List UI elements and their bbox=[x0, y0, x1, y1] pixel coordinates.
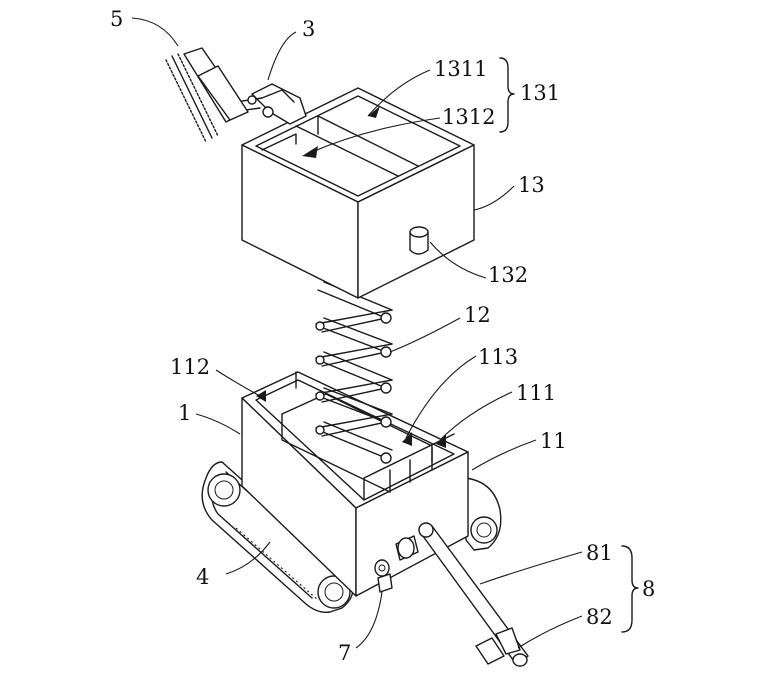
label-111: 111 bbox=[516, 381, 556, 405]
label-131: 131 bbox=[520, 81, 560, 105]
label-1311: 1311 bbox=[434, 57, 487, 81]
label-1: 1 bbox=[178, 401, 191, 425]
leader-lines bbox=[131, 17, 583, 649]
drain-valve bbox=[374, 559, 393, 593]
label-1312: 1312 bbox=[442, 105, 495, 129]
label-132: 132 bbox=[488, 263, 528, 287]
cleaning-arm bbox=[231, 83, 307, 125]
label-12: 12 bbox=[464, 303, 491, 327]
right-crawler-track bbox=[465, 477, 502, 551]
label-81: 81 bbox=[586, 541, 613, 565]
label-7: 7 bbox=[338, 641, 351, 665]
arrowheads bbox=[256, 106, 446, 448]
brace-131 bbox=[499, 57, 515, 133]
label-11: 11 bbox=[540, 429, 567, 453]
brush-head bbox=[165, 47, 249, 143]
label-5: 5 bbox=[110, 7, 123, 31]
brace-8 bbox=[621, 545, 639, 633]
label-8: 8 bbox=[642, 577, 655, 601]
spray-pipe bbox=[395, 522, 529, 667]
label-4: 4 bbox=[196, 565, 209, 589]
label-82: 82 bbox=[586, 605, 613, 629]
label-13: 13 bbox=[518, 173, 545, 197]
storage-box bbox=[241, 87, 475, 299]
base-box bbox=[241, 371, 469, 597]
label-112: 112 bbox=[170, 355, 210, 379]
left-crawler-track bbox=[201, 461, 354, 614]
label-113: 113 bbox=[478, 345, 518, 369]
label-3: 3 bbox=[302, 17, 315, 41]
